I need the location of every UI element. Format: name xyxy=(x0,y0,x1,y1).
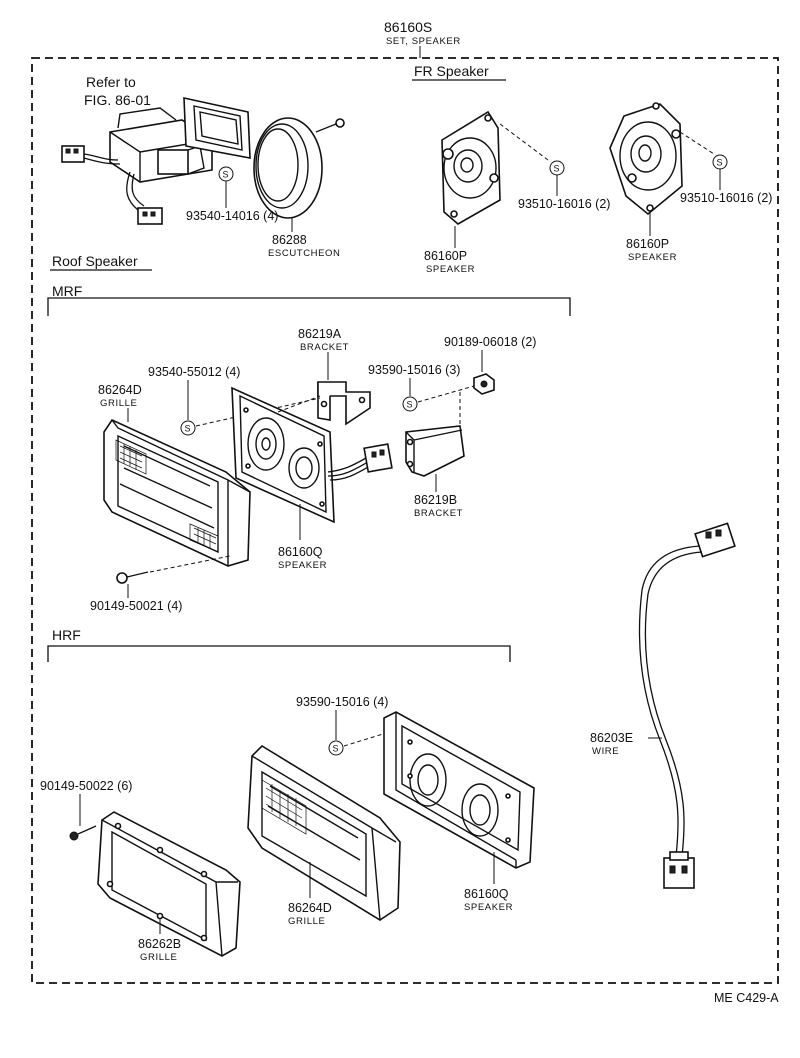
label-screw-90149-50022: 90149-50022 (6) xyxy=(40,779,132,793)
escutcheon-screw xyxy=(315,118,345,133)
label-fr-speaker-left-name: SPEAKER xyxy=(426,264,475,275)
screw-symbol-letter: S xyxy=(223,170,229,180)
label-fr-screw-right: 93510-16016 (2) xyxy=(680,191,772,205)
label-bracket-86219b-name: BRACKET xyxy=(414,508,463,519)
label-screw-93540-14016: 93540-14016 (4) xyxy=(186,209,278,223)
label-fr-speaker-right-name: SPEAKER xyxy=(628,252,677,263)
speaker-86160q-mrf-drawing xyxy=(231,386,393,524)
hrf-bracket-line xyxy=(47,645,511,662)
label-wire-86203e-name: WIRE xyxy=(592,746,619,757)
label-speaker-86160q-hrf-no: 86160Q xyxy=(464,887,509,901)
svg-text:S: S xyxy=(554,164,560,174)
label-escutcheon-name: ESCUTCHEON xyxy=(268,248,341,259)
mrf-bracket-line xyxy=(47,297,571,316)
label-wire-86203e-no: 86203E xyxy=(590,731,633,745)
label-grille-86264d-mrf-name: GRILLE xyxy=(100,398,137,409)
nut-drawing xyxy=(473,373,495,395)
section-roof-speaker: Roof Speaker xyxy=(52,253,138,269)
bracket-86219a-drawing xyxy=(317,381,371,426)
svg-text:S: S xyxy=(717,158,723,168)
screw-symbol-93590-15016-3 xyxy=(402,396,418,412)
mount-plate xyxy=(183,96,251,159)
label-speaker-86160q-mrf-name: SPEAKER xyxy=(278,560,327,571)
label-fr-screw-left: 93510-16016 (2) xyxy=(518,197,610,211)
label-grille-86262b-no: 86262B xyxy=(138,937,181,951)
grille-86264d-hrf-drawing xyxy=(247,744,401,921)
section-mrf: MRF xyxy=(52,283,82,299)
label-grille-86264d-hrf-no: 86264D xyxy=(288,901,332,915)
label-screw-93540-55012: 93540-55012 (4) xyxy=(148,365,240,379)
label-speaker-86160q-mrf-no: 86160Q xyxy=(278,545,323,559)
escutcheon-ring xyxy=(253,117,323,219)
figure-code: ME C429-A xyxy=(714,991,779,1005)
svg-text:S: S xyxy=(333,744,339,754)
fr-speaker-right-drawing xyxy=(609,102,683,216)
label-escutcheon-part-no: 86288 xyxy=(272,233,307,247)
grille-86264d-mrf-drawing xyxy=(103,418,251,567)
label-nut-90189-06018: 90189-06018 (2) xyxy=(444,335,536,349)
label-fr-speaker-right-no: 86160P xyxy=(626,237,669,251)
screw-symbol-93590-15016-4 xyxy=(328,740,344,756)
label-screw-93590-15016-3: 93590-15016 (3) xyxy=(368,363,460,377)
svg-text:S: S xyxy=(185,424,191,434)
screw-90149-50022-drawing xyxy=(69,825,97,841)
label-bracket-86219b-no: 86219B xyxy=(414,493,457,507)
screw-90149-50021-drawing xyxy=(116,571,149,584)
reference-line-1: Refer to xyxy=(86,74,136,90)
label-screw-90149-50021: 90149-50021 (4) xyxy=(90,599,182,613)
speaker-86160q-hrf-drawing xyxy=(383,711,535,869)
set-boundary xyxy=(31,57,779,984)
grille-86262b-drawing xyxy=(97,811,241,957)
set-part-name: SET, SPEAKER xyxy=(386,36,461,47)
label-speaker-86160q-hrf-name: SPEAKER xyxy=(464,902,513,913)
label-bracket-86219a-name: BRACKET xyxy=(300,342,349,353)
section-hrf: HRF xyxy=(52,627,81,643)
label-bracket-86219a-no: 86219A xyxy=(298,327,342,341)
screw-symbol-93540-55012 xyxy=(180,420,196,436)
label-screw-93590-15016-4: 93590-15016 (4) xyxy=(296,695,388,709)
set-header: 86160S SET, SPEAKER xyxy=(384,19,461,58)
svg-text:S: S xyxy=(407,400,413,410)
fr-speaker-left-drawing xyxy=(441,110,501,225)
bracket-86219b-drawing xyxy=(405,425,465,477)
label-grille-86262b-name: GRILLE xyxy=(140,952,177,963)
section-fr-speaker: FR Speaker xyxy=(414,63,489,79)
label-grille-86264d-mrf-no: 86264D xyxy=(98,383,142,397)
reference-line-2: FIG. 86-01 xyxy=(84,92,151,108)
set-part-number: 86160S xyxy=(384,19,432,35)
wire-86203e-drawing xyxy=(638,522,736,889)
label-fr-speaker-left-no: 86160P xyxy=(424,249,467,263)
label-grille-86264d-hrf-name: GRILLE xyxy=(288,916,325,927)
